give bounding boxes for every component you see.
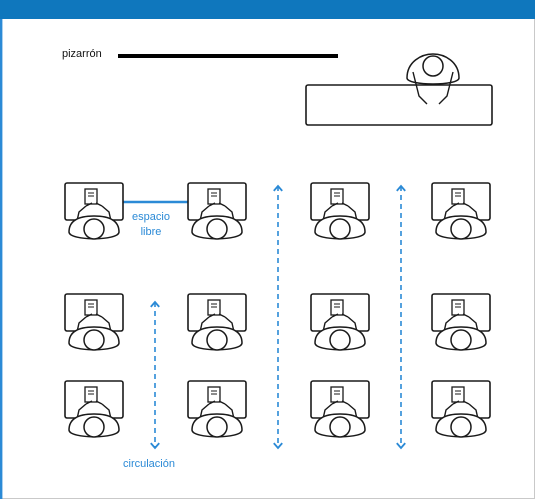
teacher-desk (305, 84, 493, 126)
student-desk (431, 380, 491, 438)
student-desk (64, 182, 124, 240)
student-desk (64, 380, 124, 438)
student-desk (64, 293, 124, 351)
header-bar (0, 0, 535, 19)
student-desk (187, 293, 247, 351)
free-space-label: espacio (132, 211, 170, 223)
student-desk (431, 182, 491, 240)
student-desk (187, 380, 247, 438)
board-label: pizarrón (62, 48, 102, 60)
student-desk (310, 380, 370, 438)
free-space-label: libre (140, 226, 162, 238)
circulation-label: circulación (123, 458, 175, 470)
student-desk (310, 293, 370, 351)
student-desk (310, 182, 370, 240)
student-desk (431, 293, 491, 351)
student-desk (187, 182, 247, 240)
